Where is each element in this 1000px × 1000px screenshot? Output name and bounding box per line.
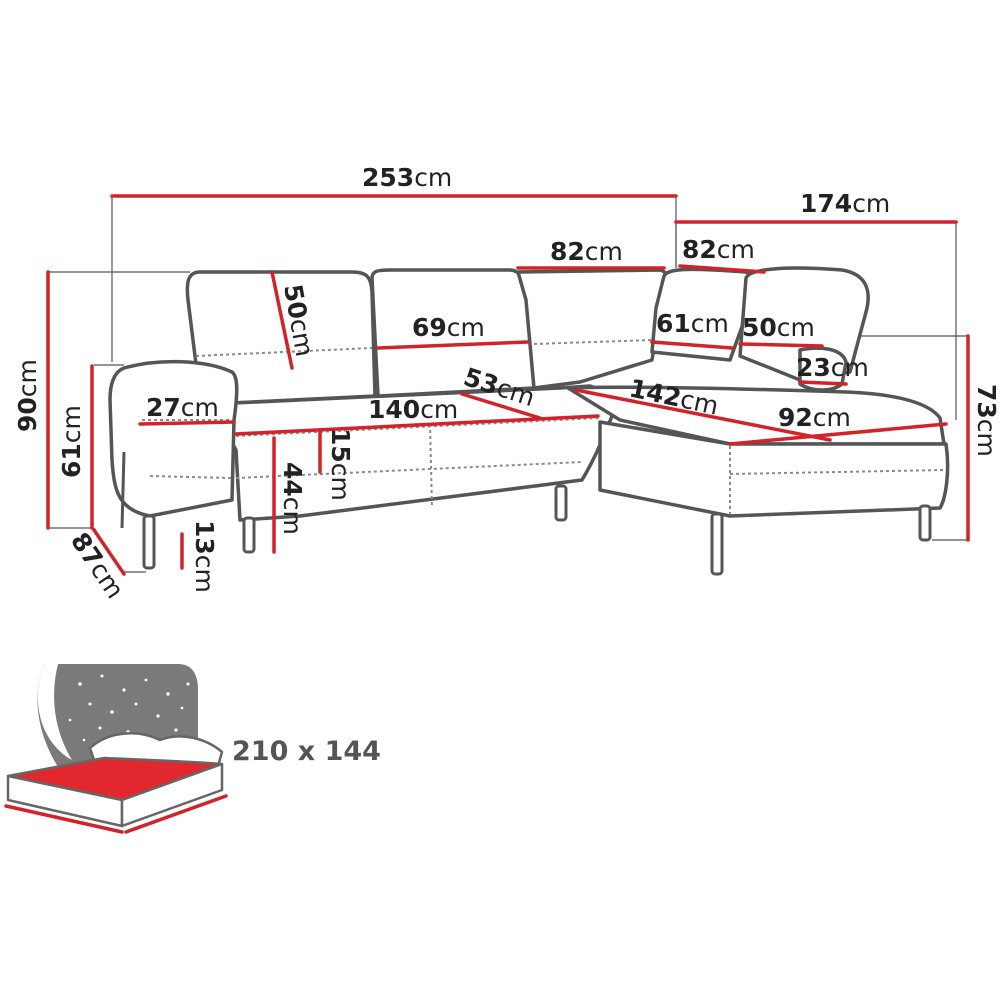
dimension-labels: 253cm 174cm 82cm 82cm 50cm 69cm 61cm 50c… (13, 163, 1000, 604)
chaise-front (598, 420, 950, 518)
corner-back-cushion (516, 268, 669, 390)
label-corner-back-width: 82cm (550, 237, 623, 266)
label-leg-height: 13cm (190, 520, 219, 593)
label-chaise-depth: 174cm (800, 189, 890, 218)
dimension-lines (46, 194, 970, 576)
sofa-outline (108, 266, 950, 522)
label-left-back-height: 50cm (278, 282, 319, 359)
label-right-back-width-b: 50cm (742, 313, 815, 342)
stars (68, 674, 190, 752)
bed-size-label: 210 x 144 (232, 736, 381, 767)
label-chaise-width: 92cm (778, 403, 851, 432)
sofa-legs (120, 451, 932, 576)
mattress-side-right (120, 762, 224, 828)
label-arm-height: 61cm (57, 405, 86, 478)
label-chaise-height: 73cm (972, 384, 1000, 457)
bed-with-night-sky-icon (4, 664, 228, 834)
chaise-top (566, 385, 946, 446)
label-headrest-height: 23cm (796, 353, 869, 382)
label-seat-back-width: 69cm (412, 313, 485, 342)
label-right-back-width-a: 61cm (656, 309, 729, 338)
label-armrest-width: 27cm (146, 393, 219, 422)
label-total-width: 253cm (362, 163, 452, 192)
label-seat-height: 44cm (278, 462, 307, 535)
label-seat-cushion-height: 15cm (326, 428, 355, 501)
moon-crescent (37, 664, 72, 760)
left-armrest (108, 359, 239, 518)
label-total-height: 90cm (13, 359, 42, 432)
label-seat-width: 140cm (368, 395, 458, 424)
label-chaise-back-width: 82cm (682, 235, 755, 264)
